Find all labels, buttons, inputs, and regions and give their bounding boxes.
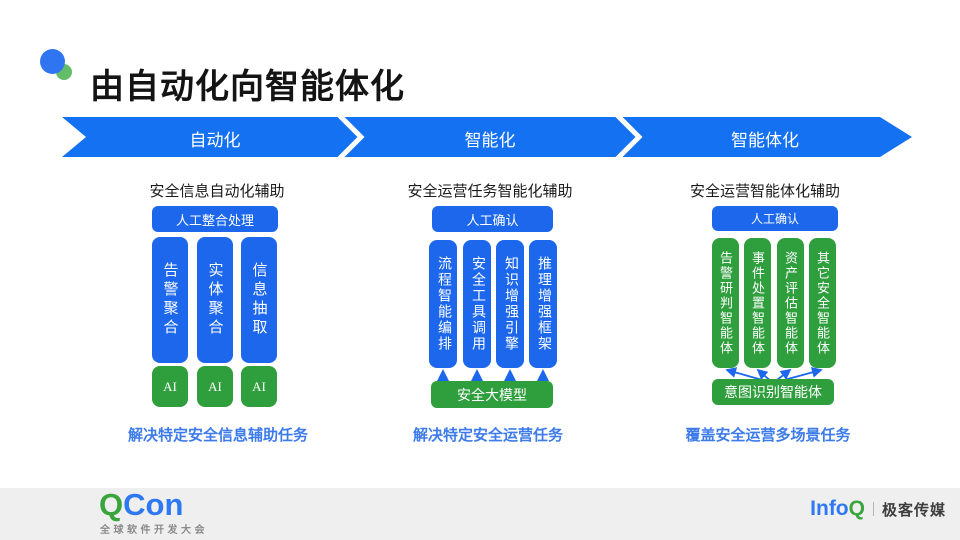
col3-top-box: 人工确认 xyxy=(712,206,838,231)
footer-divider xyxy=(872,502,874,516)
col2-caption: 解决特定安全运营任务 xyxy=(412,428,563,444)
col3-caption: 覆盖安全运营多场景任务 xyxy=(685,428,851,444)
infoq-logo-q: Q xyxy=(848,497,865,520)
col2-bar-process-orchestration: 流程智能编排 xyxy=(429,240,457,368)
col3-bar-label: 事件处置智能体 xyxy=(750,250,765,356)
col1-ai-box: AI xyxy=(197,366,233,407)
col1-bar-alert-aggregation: 告警聚合 xyxy=(152,237,188,363)
title-bullet-blue-circle-icon xyxy=(40,49,65,74)
col2-bar-label: 流程智能编排 xyxy=(436,256,451,352)
col3-bar-asset-assessment-agent: 资产评估智能体 xyxy=(777,238,804,368)
infoq-media-logo: InfoQ 极客传媒 xyxy=(810,497,946,521)
col3-bar-label: 其它安全智能体 xyxy=(815,250,830,356)
qcon-logo-con: Con xyxy=(123,487,184,522)
band-body xyxy=(62,117,912,157)
infoq-logo-info: Info xyxy=(810,497,849,520)
col2-bottom-box-security-llm: 安全大模型 xyxy=(431,381,553,408)
col3-bottom-box-intent-agent: 意图识别智能体 xyxy=(712,379,834,405)
col1-heading: 安全信息自动化辅助 xyxy=(149,184,285,200)
col3-bar-incident-response-agent: 事件处置智能体 xyxy=(744,238,771,368)
stage-arrow-band xyxy=(62,117,912,157)
col1-bar-info-extraction: 信息抽取 xyxy=(241,237,277,363)
col2-bar-label: 推理增强框架 xyxy=(536,256,551,352)
col2-bar-label: 安全工具调用 xyxy=(470,256,485,352)
col2-up-arrows xyxy=(437,369,549,381)
col3-bar-alert-triage-agent: 告警研判智能体 xyxy=(712,238,739,368)
col1-top-box: 人工整合处理 xyxy=(152,206,278,232)
col1-ai-box: AI xyxy=(241,366,277,407)
col3-bar-label: 资产评估智能体 xyxy=(783,250,798,356)
col2-bar-knowledge-engine: 知识增强引擎 xyxy=(496,240,524,368)
stage-label-intelligence: 智能化 xyxy=(464,131,516,150)
col3-bar-label: 告警研判智能体 xyxy=(718,250,733,356)
col1-bar-label: 信息抽取 xyxy=(250,262,267,338)
col2-top-box: 人工确认 xyxy=(432,206,553,232)
col3-heading: 安全运营智能体化辅助 xyxy=(690,184,841,200)
col1-bar-label: 告警聚合 xyxy=(161,262,178,338)
col2-bar-label: 知识增强引擎 xyxy=(503,256,518,352)
band-chevron-separator-1 xyxy=(337,117,365,157)
band-left-notch xyxy=(62,117,86,157)
infoq-logo: InfoQ xyxy=(810,497,865,521)
col1-caption: 解决特定安全信息辅助任务 xyxy=(127,428,308,444)
col3-bar-other-security-agent: 其它安全智能体 xyxy=(809,238,836,368)
qcon-logo-q: Q xyxy=(99,487,124,522)
col1-bar-label: 实体聚合 xyxy=(206,262,223,338)
footer-band xyxy=(0,488,960,540)
qcon-subtitle: 全球软件开发大会 xyxy=(100,525,208,536)
band-chevron-separator-2 xyxy=(615,117,643,157)
qcon-logo: QCon xyxy=(99,487,183,523)
col2-bar-tool-invocation: 安全工具调用 xyxy=(463,240,491,368)
col1-bar-entity-aggregation: 实体聚合 xyxy=(197,237,233,363)
col2-bar-reasoning-framework: 推理增强框架 xyxy=(529,240,557,368)
col2-heading: 安全运营任务智能化辅助 xyxy=(407,184,573,200)
media-name-label: 极客传媒 xyxy=(881,501,946,519)
stage-label-agentization: 智能体化 xyxy=(731,131,799,150)
stage-label-automation: 自动化 xyxy=(189,131,241,150)
page-title: 由自动化向智能体化 xyxy=(90,68,405,106)
col1-ai-box: AI xyxy=(152,366,188,407)
